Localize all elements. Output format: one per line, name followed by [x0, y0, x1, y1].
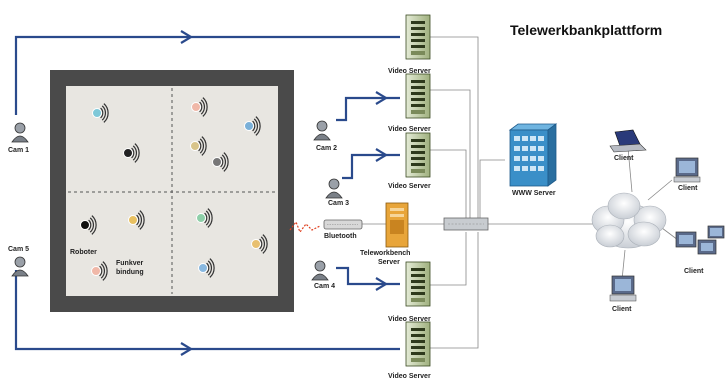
radio-link-icon [289, 220, 321, 234]
cam1-label: Cam 1 [8, 147, 30, 154]
robot-marker [191, 97, 208, 117]
robot-marker [212, 152, 229, 172]
bluetooth-device-icon [323, 219, 363, 230]
cam5-label: Cam 5 [8, 246, 30, 253]
video-server-label-1: Video Server [388, 68, 431, 75]
client-desktop-bottom-icon [609, 275, 637, 302]
cam2-label: Cam 2 [316, 145, 338, 152]
roboter-label: Roboter [70, 249, 97, 256]
camera-icon [325, 178, 343, 199]
video-server-label-3: Video Server [388, 183, 431, 190]
client-label-1: Client [614, 155, 634, 162]
robot-arena [50, 70, 294, 312]
diagram-title: Telewerkbankplattform [510, 22, 663, 38]
robot-marker [190, 136, 207, 156]
video-servers [405, 14, 431, 367]
client-label-3: Client [684, 268, 704, 275]
camera-links [14, 35, 400, 351]
camera-icon [313, 120, 331, 141]
client-label-2: Client [678, 185, 698, 192]
bluetooth-label: Bluetooth [324, 233, 357, 240]
video-server-icon [405, 132, 431, 178]
video-server-icon [405, 321, 431, 367]
robot-marker [196, 208, 213, 228]
video-server-label-5: Video Server [388, 373, 431, 380]
arrowheads [180, 30, 389, 356]
cam4-label: Cam 4 [314, 283, 336, 290]
robot-marker [128, 210, 145, 230]
robot-marker [92, 103, 109, 123]
video-server-icon [405, 261, 431, 307]
video-server-label-4: Video Server [388, 316, 431, 323]
client-label-4: Client [612, 306, 632, 313]
teleworkbench-server-label: Server [378, 259, 400, 266]
www-server-label: WWW Server [512, 190, 556, 197]
www-server-icon [508, 123, 558, 187]
teleworkbench-server-icon [385, 202, 409, 248]
cam3-label: Cam 3 [328, 200, 350, 207]
robot-marker [244, 116, 261, 136]
camera-icon [311, 260, 329, 281]
camera-icon [11, 256, 29, 277]
robot-marker [91, 261, 108, 281]
robot-marker [123, 143, 140, 163]
robot-marker [251, 234, 268, 254]
video-server-icon [405, 73, 431, 119]
funkverbindung-label-1: Funkver [116, 260, 144, 267]
network-switch-icon [443, 217, 489, 231]
funkverbindung-label-2: bindung [116, 269, 144, 276]
camera-icon [11, 122, 29, 143]
cameras [11, 120, 343, 281]
teleworkbench-label: Teleworkbench [360, 250, 411, 257]
client-desktop-icon [673, 157, 701, 183]
video-server-label-2: Video Server [388, 126, 431, 133]
robot-markers [80, 97, 268, 281]
robot-marker [198, 258, 215, 278]
client-laptop-icon [609, 129, 647, 153]
video-server-icon [405, 14, 431, 60]
robot-marker [80, 215, 97, 235]
client-group-icon [675, 225, 725, 255]
internet-cloud-icon [591, 192, 667, 249]
